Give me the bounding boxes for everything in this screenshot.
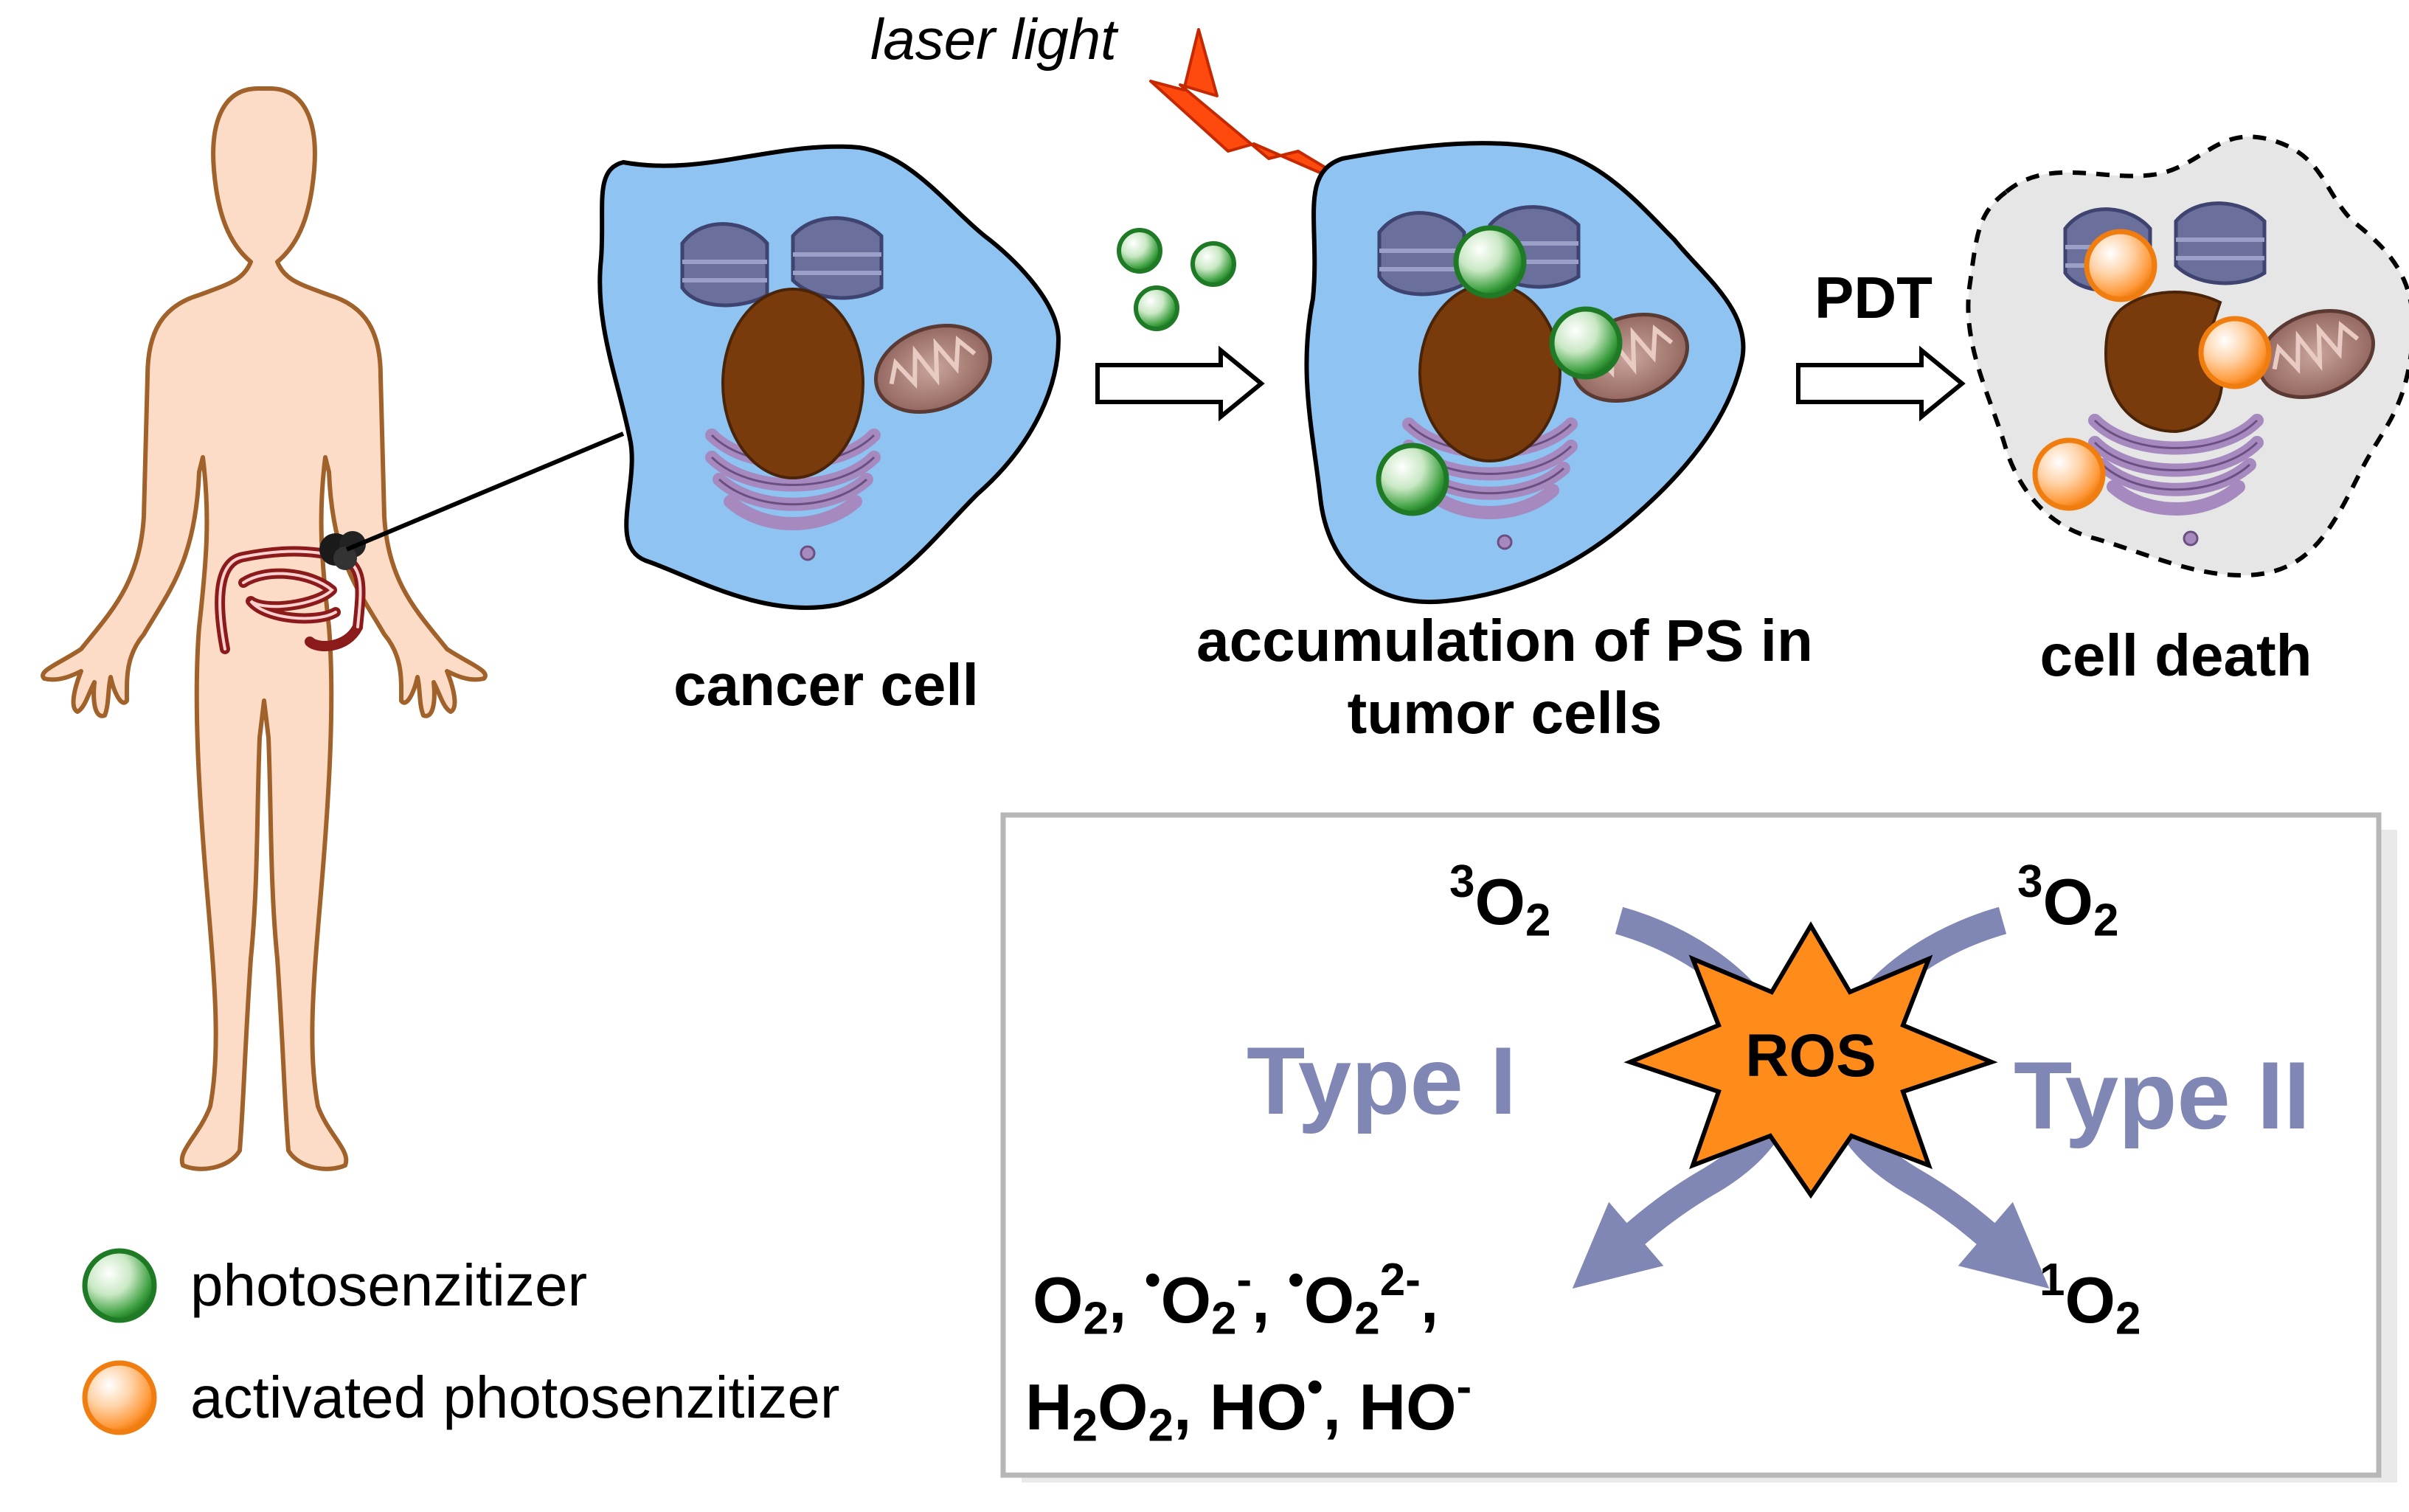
accumulation-line2: tumor cells [1347,679,1663,746]
type1-products-line2: H2O2, HO•, HO- [1025,1362,1472,1452]
free-photosensitizers [1117,228,1236,331]
human-figure [41,86,625,1171]
triplet-oxygen-right: 3O2 [2017,856,2119,946]
pointer-line [345,431,625,552]
ros-starburst [1623,921,1998,1199]
ros-panel [1000,812,2397,1482]
legend-photosensitizer-icon [82,1248,157,1323]
dead-cell [1966,134,2409,578]
legend-activated-label: activated photosenzitizer [190,1364,840,1430]
type2-label: Type II [2014,1041,2311,1149]
laser-light-label: laser light [870,7,1117,72]
pdt-label: PDT [1814,265,1933,330]
legend-activated-icon [82,1360,157,1435]
tumor-cell-with-ps [1304,141,1746,605]
nucleus [721,288,864,479]
singlet-oxygen: 1O2 [2039,1255,2141,1345]
accumulation-line1: accumulation of PS in [1196,608,1813,673]
cell-death-label: cell death [2039,623,2312,688]
type1-label: Type I [1247,1027,1517,1134]
tumor [319,531,366,570]
cancer-cell [597,144,1061,610]
arrow-pdt [1796,345,1966,422]
accumulation-label: accumulation of PS in tumor cells [1136,605,1874,749]
arrow-uptake [1095,345,1265,422]
triplet-oxygen-left: 3O2 [1449,856,1551,946]
cancer-cell-label: cancer cell [673,652,979,718]
type1-products-line1: O2, •O2-, •O22-, [1033,1255,1439,1345]
ros-label: ROS [1745,1022,1876,1089]
legend-photosensitizer-label: photosenzitizer [190,1252,588,1318]
